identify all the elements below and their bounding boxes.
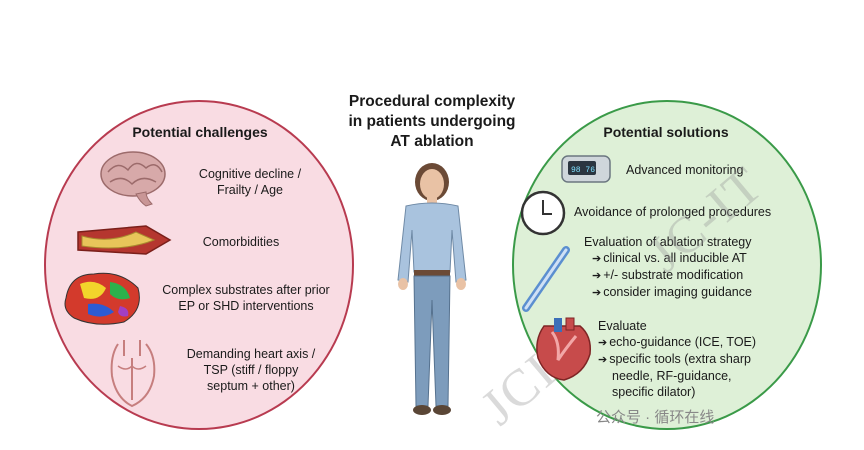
challenge-item-heart-axis: Demanding heart axis / TSP (stiff / flop…: [166, 346, 336, 394]
solution-subitem: ➔clinical vs. all inducible AT: [592, 250, 814, 267]
solution-line: Evaluate: [598, 319, 647, 333]
solution-subitem-text: specific tools (extra sharp: [609, 352, 751, 366]
blood-vessel-icon: [77, 225, 172, 255]
solution-item-ablation-strategy: Evaluation of ablation strategy ➔clinica…: [584, 234, 814, 301]
title-line: Procedural complexity: [348, 93, 516, 110]
challenge-line: septum + other): [207, 379, 295, 393]
challenge-item-cognitive: Cognitive decline / Frailty / Age: [170, 166, 330, 198]
title-line: in patients undergoing: [348, 113, 516, 130]
arrow-right-icon: ➔: [598, 354, 608, 366]
catheter-icon: [522, 246, 570, 312]
solution-subitem: ➔+/- substrate modification: [592, 267, 814, 284]
brain-icon: [100, 151, 166, 207]
solution-subitem-text: echo-guidance (ICE, TOE): [609, 335, 757, 349]
challenge-line: Cognitive decline /: [198, 167, 302, 181]
challenge-line: Comorbidities: [202, 235, 280, 249]
electroanatomical-map-icon: [64, 272, 140, 325]
solution-subitem-text: needle, RF-guidance,: [612, 369, 732, 383]
watermark-text: 公众号 · 循环在线: [596, 409, 715, 426]
arrow-right-icon: ➔: [598, 337, 608, 349]
solution-line: Evaluation of ablation strategy: [584, 235, 752, 249]
solution-subitem-text: consider imaging guidance: [603, 285, 752, 299]
solution-subitem-text: +/- substrate modification: [603, 268, 744, 282]
arrow-right-icon: ➔: [592, 287, 602, 299]
pulse-oximeter-icon: 98 76: [561, 155, 611, 183]
solution-item-evaluate: Evaluate ➔echo-guidance (ICE, TOE) ➔spec…: [598, 318, 818, 400]
arrow-right-icon: ➔: [592, 253, 602, 265]
patient-figure-icon: [397, 163, 467, 415]
solution-item-avoid-prolonged: Avoidance of prolonged procedures: [574, 204, 814, 220]
svg-text:98 76: 98 76: [571, 166, 595, 175]
clock-icon: [520, 190, 566, 236]
solution-line: Avoidance of prolonged procedures: [574, 205, 772, 219]
heart-outline-icon: [110, 340, 156, 408]
challenges-heading: Potential challenges: [132, 124, 268, 140]
challenge-line: Frailty / Age: [217, 183, 283, 197]
challenge-line: EP or SHD interventions: [178, 299, 314, 313]
solution-subitem: ➔echo-guidance (ICE, TOE): [598, 334, 818, 351]
challenge-line: Complex substrates after prior: [162, 283, 330, 297]
challenge-line: Demanding heart axis /: [186, 347, 316, 361]
solution-item-monitoring: Advanced monitoring: [626, 162, 796, 178]
challenges-circle: [44, 100, 354, 430]
challenge-item-comorbidities: Comorbidities: [176, 234, 306, 250]
solution-subitem-text: specific dilator): [612, 385, 696, 399]
challenge-item-substrates: Complex substrates after prior EP or SHD…: [146, 282, 346, 314]
title-line: AT ablation: [390, 133, 474, 150]
arrow-right-icon: ➔: [592, 270, 602, 282]
challenge-line: TSP (stiff / floppy: [203, 363, 299, 377]
solutions-heading: Potential solutions: [603, 124, 729, 140]
solution-line: Advanced monitoring: [626, 163, 744, 177]
heart-anatomy-icon: [536, 317, 592, 381]
solution-subitem-text: clinical vs. all inducible AT: [603, 251, 747, 265]
solution-subitem: ➔consider imaging guidance: [592, 284, 814, 301]
diagram-title: Procedural complexity in patients underg…: [312, 92, 552, 152]
solution-subitem: ➔specific tools (extra sharp: [598, 351, 818, 368]
